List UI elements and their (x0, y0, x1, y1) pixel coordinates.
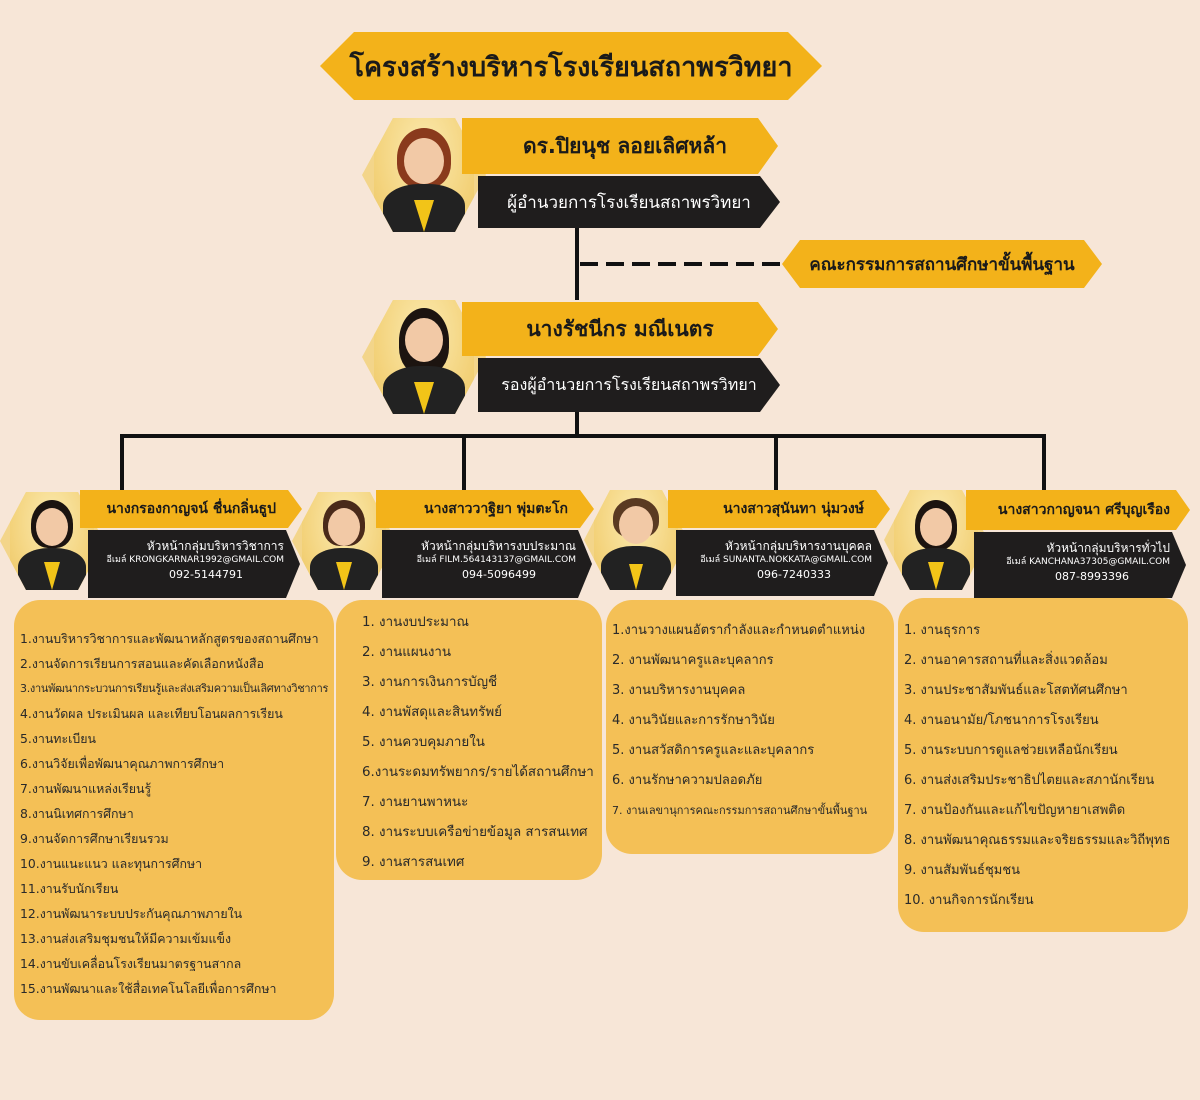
group-head-1-name: นางกรองกาญจน์ ชื่นกลิ่นธูป (80, 490, 302, 528)
duty-item: 6.งานระดมทรัพยากร/รายได้สถานศึกษา (362, 765, 594, 780)
duty-item: 3. งานประชาสัมพันธ์และโสตทัศนศึกษา (904, 683, 1128, 698)
group-head-2-info: หัวหน้ากลุ่มบริหารงบประมาณ อีเมล์ FILM.5… (382, 530, 592, 598)
group-head-3-name: นางสาวสุนันทา นุ่มวงษ์ (668, 490, 890, 528)
duty-item: 9. งานสารสนเทศ (362, 855, 465, 870)
duty-box-personnel: 1.งานวางแผนอัตรากำลังและกำหนดตำแหน่ง 2. ง… (606, 600, 894, 854)
duty-item: 6.งานวิจัยเพื่อพัฒนาคุณภาพการศึกษา (20, 756, 225, 771)
group-head-4-email: อีเมล์ KANCHANA37305@GMAIL.COM (1006, 557, 1170, 567)
group-head-2-email: อีเมล์ FILM.564143137@GMAIL.COM (416, 555, 576, 565)
group-head-4-phone: 087-8993396 (1055, 570, 1129, 583)
group-head-1-role: หัวหน้ากลุ่มบริหารวิชาการ (146, 539, 284, 553)
director-position: ผู้อำนวยการโรงเรียนสถาพรวิทยา (478, 176, 780, 228)
duty-item: 5. งานระบบการดูแลช่วยเหลือนักเรียน (904, 743, 1118, 758)
duty-item: 8. งานพัฒนาคุณธรรมและจริยธรรมและวิถีพุทธ (904, 833, 1171, 848)
duty-item: 2.งานจัดการเรียนการสอนและคัดเลือกหนังสือ (20, 656, 264, 671)
group-head-4-info: หัวหน้ากลุ่มบริหารทั่วไป อีเมล์ KANCHANA… (974, 532, 1186, 598)
page-title: โครงสร้างบริหารโรงเรียนสถาพรวิทยา (320, 32, 822, 100)
duty-item: 10. งานกิจการนักเรียน (904, 893, 1034, 908)
duty-item: 7. งานยานพาหนะ (362, 795, 469, 810)
duty-item: 7. งานป้องกันและแก้ไขปัญหายาเสพติด (904, 803, 1126, 818)
duty-item: 4. งานพัสดุและสินทรัพย์ (362, 705, 502, 720)
group-head-4-role: หัวหน้ากลุ่มบริหารทั่วไป (1046, 541, 1170, 555)
deputy-position: รองผู้อำนวยการโรงเรียนสถาพรวิทยา (478, 358, 780, 412)
deputy-name: นางรัชนีกร มณีเนตร (462, 302, 778, 356)
duty-item: 4. งานอนามัย/โภชนาการโรงเรียน (904, 713, 1099, 728)
group-head-3-info: หัวหน้ากลุ่มบริหารงานบุคคล อีเมล์ SUNANT… (676, 530, 888, 596)
group-head-3-role: หัวหน้ากลุ่มบริหารงานบุคคล (724, 539, 872, 553)
committee-box: คณะกรรมการสถานศึกษาขั้นพื้นฐาน (782, 240, 1102, 288)
director-name: ดร.ปิยนุช ลอยเลิศหล้า (462, 118, 778, 174)
duty-list-budget: 1. งานงบประมาณ 2. งานแผนงาน 3. งานการเงินก… (362, 608, 602, 878)
duty-item: 5. งานควบคุมภายใน (362, 735, 485, 750)
duty-item: 3. งานบริหารงานบุคคล (612, 683, 746, 698)
duty-list-academic: 1.งานบริหารวิชาการและพัฒนาหลักสูตรของสถา… (20, 626, 334, 1001)
duty-item: 11.งานรับนักเรียน (20, 881, 119, 896)
duty-item: 2. งานพัฒนาครูและบุคลากร (612, 653, 774, 668)
duty-item: 5.งานทะเบียน (20, 731, 96, 746)
duty-list-personnel: 1.งานวางแผนอัตรากำลังและกำหนดตำแหน่ง 2. ง… (612, 616, 894, 826)
group-head-1-phone: 092-5144791 (169, 568, 243, 581)
duty-item: 3.งานพัฒนากระบวนการเรียนรู้และส่งเสริมคว… (20, 682, 329, 695)
group-head-2-role: หัวหน้ากลุ่มบริหารงบประมาณ (421, 539, 576, 553)
group-head-1-email: อีเมล์ KRONGKARNAR1992@GMAIL.COM (106, 555, 284, 565)
duty-item: 10.งานแนะแนว และทุนการศึกษา (20, 856, 203, 871)
duty-list-general: 1. งานธุรการ 2. งานอาคารสถานที่และสิ่งแวด… (904, 616, 1188, 916)
duty-item: 1. งานธุรการ (904, 623, 981, 638)
group-head-2-name: นางสาววาฐิยา พุ่มตะโก (376, 490, 594, 528)
duty-item: 9. งานสัมพันธ์ชุมชน (904, 863, 1021, 878)
group-head-1-info: หัวหน้ากลุ่มบริหารวิชาการ อีเมล์ KRONGKA… (88, 530, 300, 598)
duty-item: 12.งานพัฒนาระบบประกันคุณภาพภายใน (20, 906, 243, 921)
duty-item: 1.งานวางแผนอัตรากำลังและกำหนดตำแหน่ง (612, 623, 866, 638)
duty-item: 2. งานแผนงาน (362, 645, 452, 660)
duty-item: 8. งานระบบเครือข่ายข้อมูล สารสนเทศ (362, 825, 588, 840)
duty-item: 15.งานพัฒนาและใช้สื่อเทคโนโลยีเพื่อการศึ… (20, 981, 277, 996)
duty-item: 3. งานการเงินการบัญชี (362, 675, 498, 690)
duty-item: 4. งานวินัยและการรักษาวินัย (612, 713, 775, 728)
group-head-3-phone: 096-7240333 (757, 568, 831, 581)
duty-item: 5. งานสวัสดิการครูและและบุคลากร (612, 743, 815, 758)
duty-item: 2. งานอาคารสถานที่และสิ่งแวดล้อม (904, 653, 1108, 668)
duty-box-budget: 1. งานงบประมาณ 2. งานแผนงาน 3. งานการเงินก… (336, 600, 602, 880)
group-head-3-email: อีเมล์ SUNANTA.NOKKATA@GMAIL.COM (700, 555, 872, 565)
duty-item: 1. งานงบประมาณ (362, 615, 469, 630)
group-head-2-phone: 094-5096499 (462, 568, 536, 581)
duty-box-academic: 1.งานบริหารวิชาการและพัฒนาหลักสูตรของสถา… (14, 600, 334, 1020)
duty-item: 7.งานพัฒนาแหล่งเรียนรู้ (20, 781, 152, 796)
duty-item: 6. งานรักษาความปลอดภัย (612, 773, 763, 788)
group-head-1-photo (0, 492, 104, 590)
duty-item: 13.งานส่งเสริมชุมชนให้มีความเข้มแข็ง (20, 931, 232, 946)
group-head-4-name: นางสาวกาญจนา ศรีบุญเรือง (966, 490, 1190, 530)
duty-item: 6. งานส่งเสริมประชาธิปไตยและสภานักเรียน (904, 773, 1155, 788)
duty-item: 4.งานวัดผล ประเมินผล และเทียบโอนผลการเรี… (20, 706, 283, 721)
duty-item: 14.งานขับเคลื่อนโรงเรียนมาตรฐานสากล (20, 956, 242, 971)
duty-item: 1.งานบริหารวิชาการและพัฒนาหลักสูตรของสถา… (20, 631, 319, 646)
duty-item: 8.งานนิเทศการศึกษา (20, 806, 134, 821)
duty-box-general: 1. งานธุรการ 2. งานอาคารสถานที่และสิ่งแวด… (898, 598, 1188, 932)
duty-item: 9.งานจัดการศึกษาเรียนรวม (20, 831, 169, 846)
duty-item: 7. งานเลขานุการคณะกรรมการสถานศึกษาขั้นพื… (612, 804, 868, 817)
